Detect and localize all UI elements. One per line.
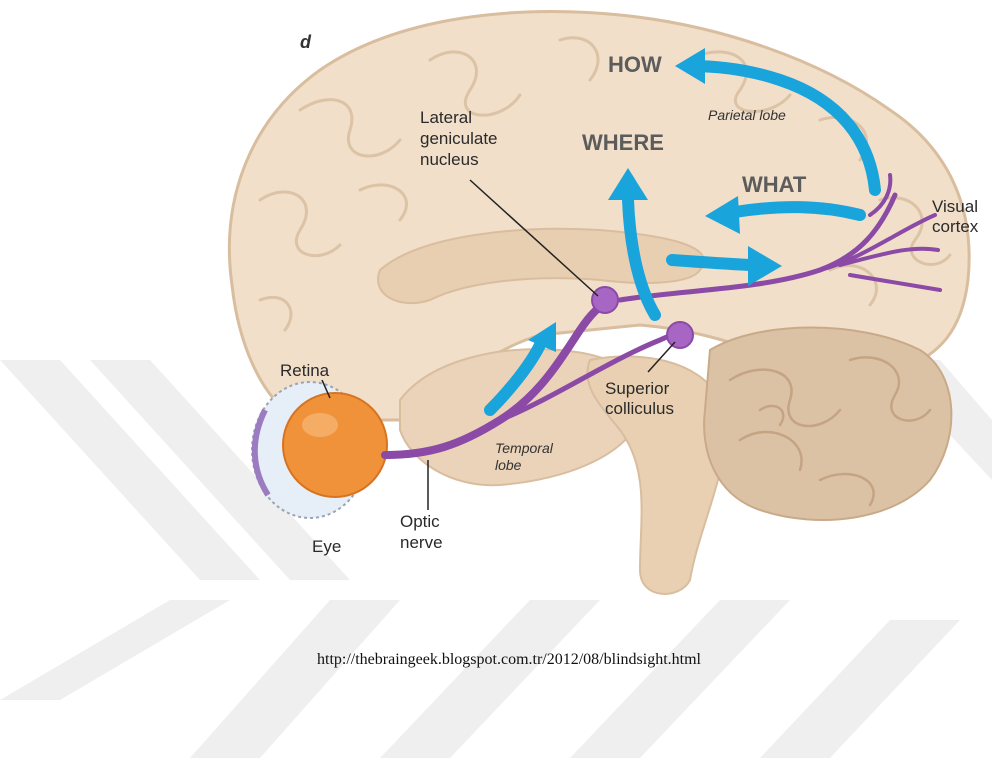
visual-cortex-label-line1: Visual (932, 197, 978, 216)
superior-colliculus-label-line2: colliculus (605, 399, 674, 418)
optic-nerve-label-line2: nerve (400, 533, 443, 552)
lgn-label-line3: nucleus (420, 150, 479, 169)
optic-nerve-label-line1: Optic (400, 512, 440, 531)
retina-label: Retina (280, 361, 330, 380)
lgn-label-line1: Lateral (420, 108, 472, 127)
cerebellum (704, 328, 951, 521)
temporal-lobe-label-line1: Temporal (495, 440, 554, 456)
ventral-arrow (672, 260, 750, 265)
eye-ball (283, 393, 387, 497)
lgn-label-line2: geniculate (420, 129, 498, 148)
what-label: WHAT (742, 172, 807, 197)
superior-colliculus-label-line1: Superior (605, 379, 670, 398)
source-url: http://thebraingeek.blogspot.com.tr/2012… (317, 651, 702, 668)
how-label: HOW (608, 52, 662, 77)
where-label: WHERE (582, 130, 664, 155)
visual-cortex-label-line2: cortex (932, 217, 979, 236)
eye-label: Eye (312, 537, 341, 556)
panel-letter: d (300, 32, 312, 52)
parietal-lobe-label: Parietal lobe (708, 107, 786, 123)
temporal-lobe-label-line2: lobe (495, 457, 522, 473)
